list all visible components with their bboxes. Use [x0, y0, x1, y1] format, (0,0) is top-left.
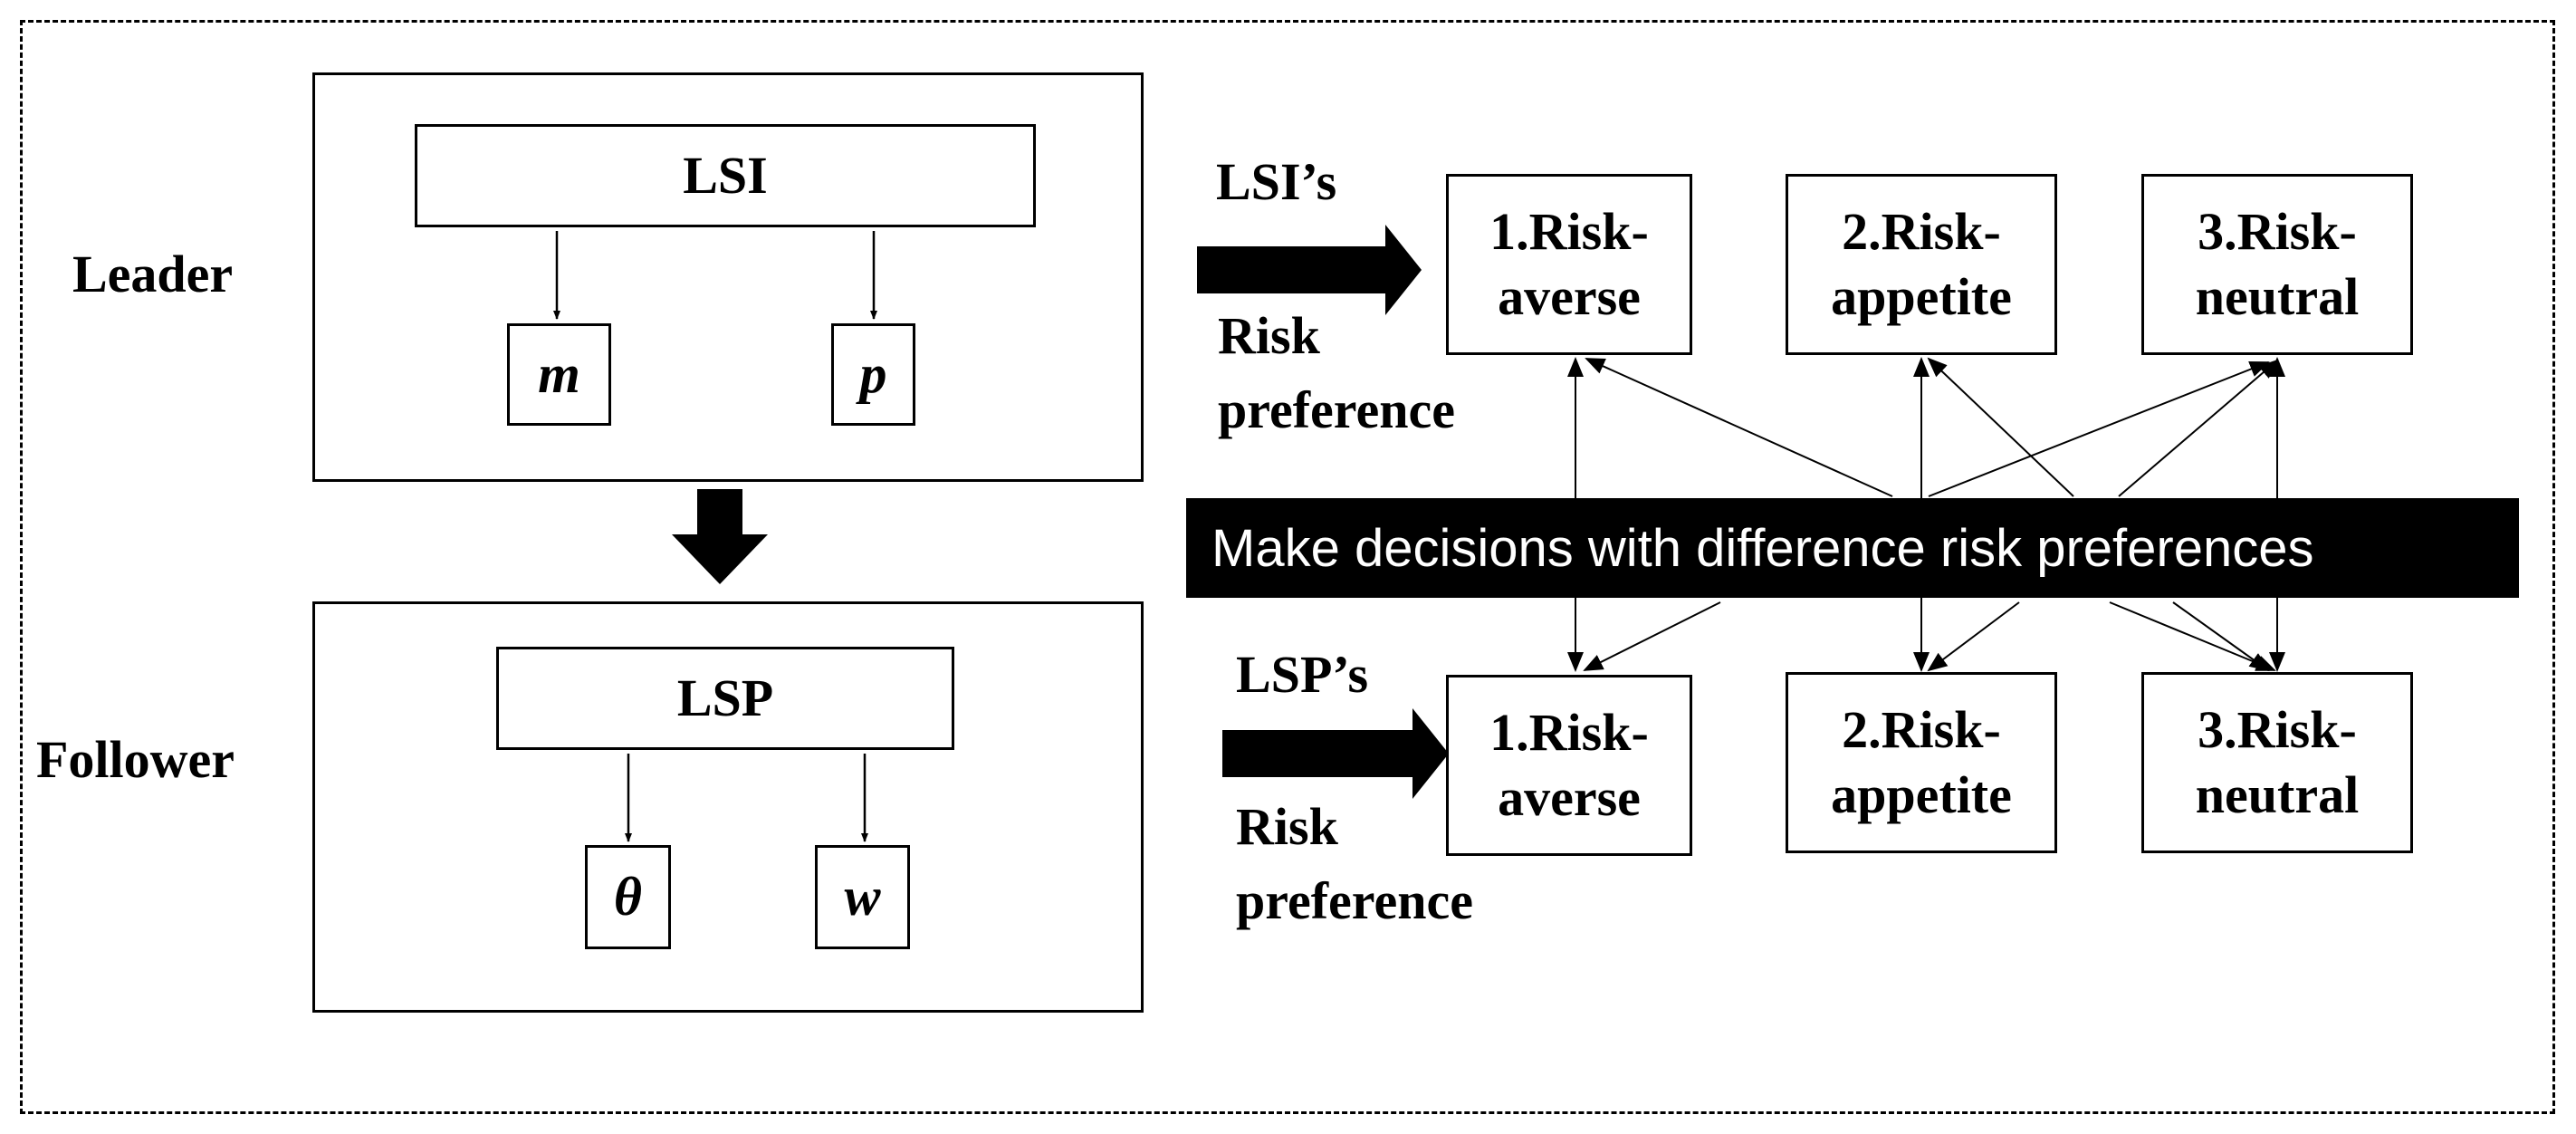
diagonal-connector — [2172, 601, 2270, 672]
option-line1: 1.Risk- — [1489, 202, 1649, 261]
lsi-pref-line3: preference — [1218, 380, 1455, 439]
decision-banner: Make decisions with difference risk pref… — [1186, 498, 2519, 598]
lsi-option-risk-averse: 1.Risk- averse — [1446, 174, 1692, 355]
leader-to-follower-arrow — [672, 489, 768, 584]
lsp-option-risk-appetite: 2.Risk- appetite — [1786, 672, 2057, 853]
diagonal-connector — [1585, 358, 1893, 497]
var-w-box: w — [815, 845, 910, 949]
lsi-pref-line1: LSI’s — [1216, 152, 1337, 211]
option-line1: 3.Risk- — [2198, 700, 2357, 759]
option-line2: appetite — [1831, 267, 2012, 326]
diagonal-connector — [1583, 601, 1721, 671]
option-line1: 1.Risk- — [1489, 703, 1649, 762]
lsp-box: LSP — [496, 647, 954, 750]
lsp-pref-line1: LSP’s — [1236, 645, 1369, 704]
lsi-pref-arrow — [1197, 225, 1422, 315]
diagonal-connector — [2118, 359, 2279, 497]
diagonal-connector — [1928, 360, 2270, 497]
lsp-option-risk-neutral: 3.Risk- neutral — [2141, 672, 2413, 853]
follower-label: Follower — [36, 730, 235, 789]
option-line2: appetite — [1831, 765, 2012, 824]
lsp-option-risk-averse: 1.Risk- averse — [1446, 675, 1692, 856]
diagonal-connector — [2109, 601, 2276, 671]
leader-label: Leader — [72, 245, 234, 303]
option-line1: 2.Risk- — [1842, 202, 2001, 261]
option-line2: neutral — [2195, 765, 2360, 824]
option-line1: 3.Risk- — [2198, 202, 2357, 261]
lsp-pref-line3: preference — [1236, 871, 1473, 930]
var-theta-box: θ — [585, 845, 671, 949]
lsp-pref-line2: Risk — [1236, 797, 1338, 856]
var-m-box: m — [507, 323, 611, 426]
lsi-option-risk-neutral: 3.Risk- neutral — [2141, 174, 2413, 355]
lsi-pref-line2: Risk — [1218, 306, 1320, 365]
option-line1: 2.Risk- — [1842, 700, 2001, 759]
lsi-option-risk-appetite: 2.Risk- appetite — [1786, 174, 2057, 355]
option-line2: neutral — [2195, 267, 2360, 326]
var-p-box: p — [831, 323, 915, 426]
option-line2: averse — [1498, 267, 1641, 326]
outer-frame — [20, 20, 2555, 1114]
diagonal-connector — [1927, 357, 2074, 497]
lsp-pref-arrow — [1222, 708, 1449, 799]
lsi-box: LSI — [415, 124, 1036, 227]
option-line2: averse — [1498, 768, 1641, 827]
diagonal-connector — [1927, 601, 2020, 672]
